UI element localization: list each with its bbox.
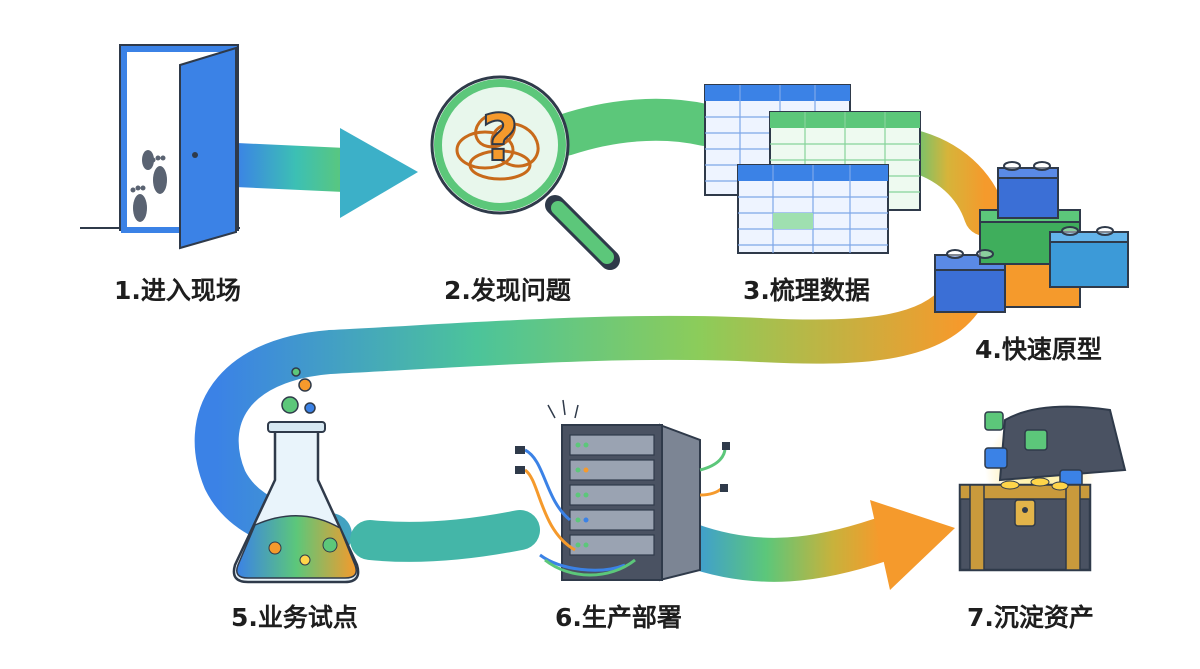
data-tables-icon	[704, 84, 921, 254]
step-4-label: 4.快速原型	[975, 335, 1102, 364]
step-6-label: 6.生产部署	[555, 603, 682, 632]
flow-segment-5	[350, 510, 540, 562]
flow-arrowhead-6	[870, 500, 955, 590]
flow-segment-6	[668, 518, 902, 582]
flow-segment-2	[544, 98, 726, 156]
flow-arrowhead-1	[340, 128, 418, 218]
step-7-label: 7.沉淀资产	[967, 603, 1094, 632]
step-3-label: 3.梳理数据	[743, 276, 870, 305]
flow-segment-4	[194, 278, 982, 557]
building-blocks-icon	[934, 161, 1129, 313]
treasure-chest-icon	[958, 405, 1127, 572]
step-2-label: 2.发现问题	[444, 276, 571, 305]
server-rack-icon	[515, 399, 730, 582]
flask-icon	[232, 367, 360, 584]
door-footprints-icon	[80, 44, 240, 250]
magnifier-question-icon: ?	[430, 75, 620, 270]
flow-ribbon	[194, 98, 1006, 590]
svg-text:?: ?	[481, 102, 518, 176]
step-1-label: 1.进入现场	[114, 276, 241, 305]
step-5-label: 5.业务试点	[231, 603, 358, 632]
flow-segment-3	[889, 129, 1006, 236]
flow-segment-1	[214, 143, 367, 192]
